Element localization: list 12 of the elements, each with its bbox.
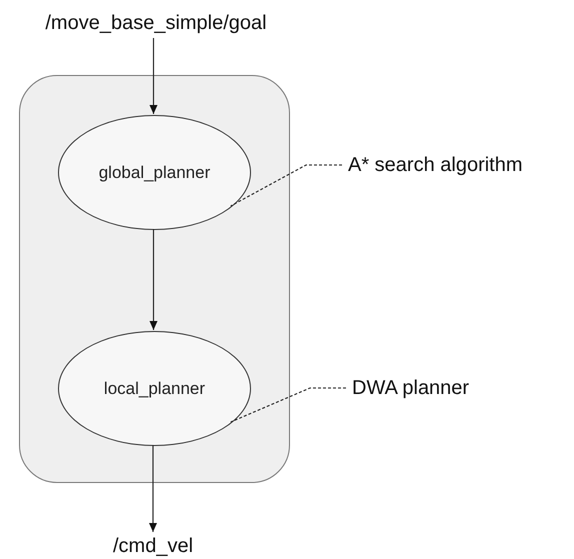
leader-line	[230, 164, 342, 206]
topic-label: /cmd_vel	[112, 534, 194, 558]
group-box	[19, 75, 290, 483]
leader-line	[230, 387, 346, 422]
arrow	[150, 38, 158, 114]
node-label: local_planner	[104, 378, 206, 400]
topic-label: /move_base_simple/goal	[45, 11, 267, 36]
arrow	[150, 229, 158, 330]
topic-label: DWA planner	[352, 376, 470, 401]
arrow	[149, 445, 157, 532]
node-label: global_planner	[98, 162, 210, 184]
topic-label: A* search algorithm	[348, 153, 523, 178]
